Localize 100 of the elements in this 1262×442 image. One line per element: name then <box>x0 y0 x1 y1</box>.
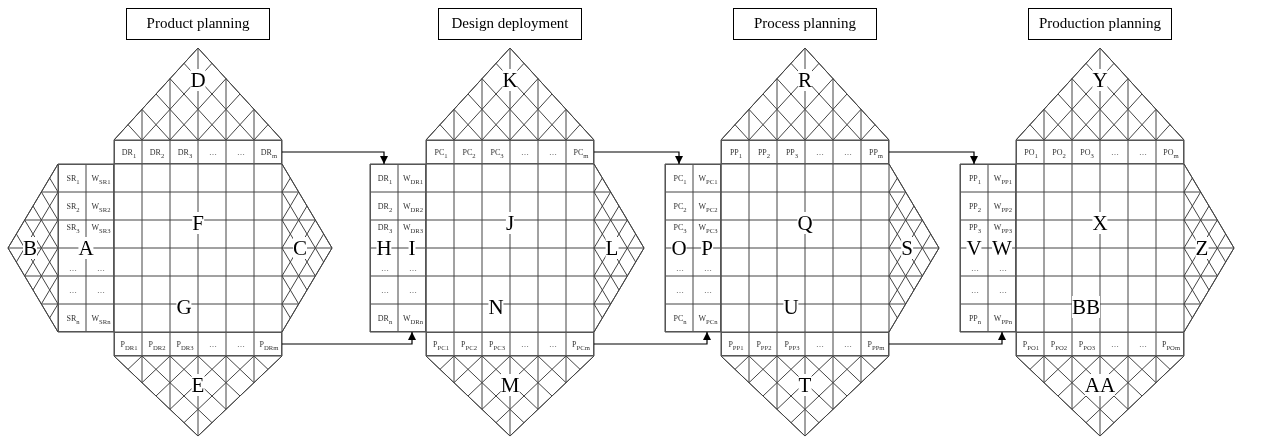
region-letter: R <box>798 69 812 91</box>
cell-label: PP$_{2}$ <box>757 147 771 161</box>
cell-label: … <box>676 264 684 274</box>
cell-label: … <box>409 285 417 296</box>
cell-label: … <box>1139 147 1147 158</box>
region-letter: E <box>191 374 205 396</box>
cell-label: DR$_{m}$ <box>260 147 278 161</box>
title-box: Production planning <box>1028 8 1172 40</box>
cell-label: PC$_{3}$ <box>673 223 687 236</box>
weight-column-band <box>960 164 1016 332</box>
cell-label: W$_{SRn}$ <box>91 313 111 327</box>
cell-label: PC$_{n}$ <box>673 313 687 327</box>
region-letter: Y <box>1092 69 1108 91</box>
region-letter: F <box>192 212 204 234</box>
cell-label: … <box>209 147 217 158</box>
cell-label: W$_{PC1}$ <box>698 173 718 187</box>
cell-label: … <box>844 339 852 350</box>
cell-label: W$_{DRn}$ <box>402 313 424 327</box>
cell-label: W$_{DR3}$ <box>402 223 424 236</box>
cell-label: PO$_{3}$ <box>1080 147 1094 161</box>
arrow <box>281 331 417 345</box>
cell-label: PP$_{n}$ <box>968 313 982 327</box>
cell-label: P$_{DR3}$ <box>176 339 194 353</box>
cell-label: DR$_{3}$ <box>377 223 393 236</box>
region-letter: BB <box>1072 296 1100 318</box>
cell-label: … <box>97 264 105 274</box>
cell-label: PC$_{2}$ <box>462 147 476 161</box>
cell-label: PC$_{3}$ <box>490 147 504 161</box>
cell-label: W$_{PP3}$ <box>993 223 1013 236</box>
cell-label: … <box>816 339 824 350</box>
region-letter: B <box>23 237 37 259</box>
arrow <box>888 151 979 165</box>
region-letter: Z <box>1195 237 1209 259</box>
priority-row-band <box>114 332 282 356</box>
cell-label: P$_{POm}$ <box>1161 339 1181 353</box>
cell-label: … <box>209 339 217 350</box>
region-letter: Q <box>797 212 813 234</box>
cell-label: … <box>97 285 105 296</box>
cell-label: W$_{PP2}$ <box>993 201 1013 215</box>
cell-label: P$_{PPm}$ <box>867 339 885 353</box>
cell-label: DR$_{2}$ <box>149 147 165 161</box>
weight-column-band <box>665 164 721 332</box>
cell-label: P$_{PO3}$ <box>1078 339 1096 353</box>
cell-label: … <box>816 147 824 158</box>
requirement-row-band <box>114 140 282 164</box>
requirement-row-band <box>426 140 594 164</box>
weight-column-band <box>370 164 426 332</box>
cell-label: P$_{PP2}$ <box>756 339 772 353</box>
cell-label: W$_{PC3}$ <box>698 223 718 236</box>
cell-label: W$_{PC2}$ <box>698 201 718 215</box>
cell-label: DR$_{1}$ <box>377 173 393 187</box>
title-box: Design deployment <box>438 8 582 40</box>
cell-label: W$_{PP1}$ <box>993 173 1013 187</box>
region-letter: A <box>78 237 94 259</box>
arrow <box>281 151 389 165</box>
cell-label: P$_{PO2}$ <box>1050 339 1068 353</box>
cell-label: … <box>844 147 852 158</box>
cell-label: P$_{PC1}$ <box>433 339 449 353</box>
cell-label: P$_{DR1}$ <box>120 339 138 353</box>
cell-label: … <box>381 285 389 296</box>
cell-label: SR$_{1}$ <box>66 173 80 187</box>
cell-label: … <box>971 264 979 274</box>
cell-label: W$_{SR1}$ <box>91 173 111 187</box>
cell-label: P$_{DR2}$ <box>148 339 166 353</box>
cell-label: PO$_{1}$ <box>1024 147 1038 161</box>
requirement-row-band <box>721 140 889 164</box>
cell-label: DR$_{2}$ <box>377 201 393 215</box>
region-letter: C <box>293 237 307 259</box>
cell-label: P$_{PC2}$ <box>461 339 477 353</box>
cell-label: PC$_{1}$ <box>434 147 448 161</box>
region-letter: AA <box>1084 374 1116 396</box>
cell-label: W$_{DR1}$ <box>402 173 424 187</box>
cell-label: SR$_{n}$ <box>66 313 80 327</box>
cell-label: P$_{PC3}$ <box>489 339 505 353</box>
region-letter: M <box>500 374 520 396</box>
region-letter: K <box>502 69 518 91</box>
cell-label: … <box>409 264 417 274</box>
arrow <box>593 331 712 345</box>
cell-label: W$_{SR2}$ <box>91 201 111 215</box>
arrow <box>593 151 684 165</box>
cell-label: … <box>69 264 77 274</box>
cell-label: W$_{SR3}$ <box>91 223 111 236</box>
cell-label: DR$_{3}$ <box>177 147 193 161</box>
cell-label: PP$_{2}$ <box>968 201 982 215</box>
title-box: Process planning <box>733 8 877 40</box>
cell-label: PO$_{m}$ <box>1163 147 1179 161</box>
cell-label: … <box>971 285 979 296</box>
cell-label: … <box>999 285 1007 296</box>
cell-label: … <box>521 147 529 158</box>
weight-column-band <box>58 164 114 332</box>
cell-label: PC$_{m}$ <box>573 147 589 161</box>
cell-label: … <box>521 339 529 350</box>
cell-label: PC$_{2}$ <box>673 201 687 215</box>
cell-label: … <box>549 147 557 158</box>
cell-label: DR$_{n}$ <box>377 313 393 327</box>
requirement-row-band <box>1016 140 1184 164</box>
cell-label: … <box>704 264 712 274</box>
cell-label: … <box>381 264 389 274</box>
region-letter: X <box>1092 212 1108 234</box>
cell-label: W$_{DR2}$ <box>402 201 424 215</box>
